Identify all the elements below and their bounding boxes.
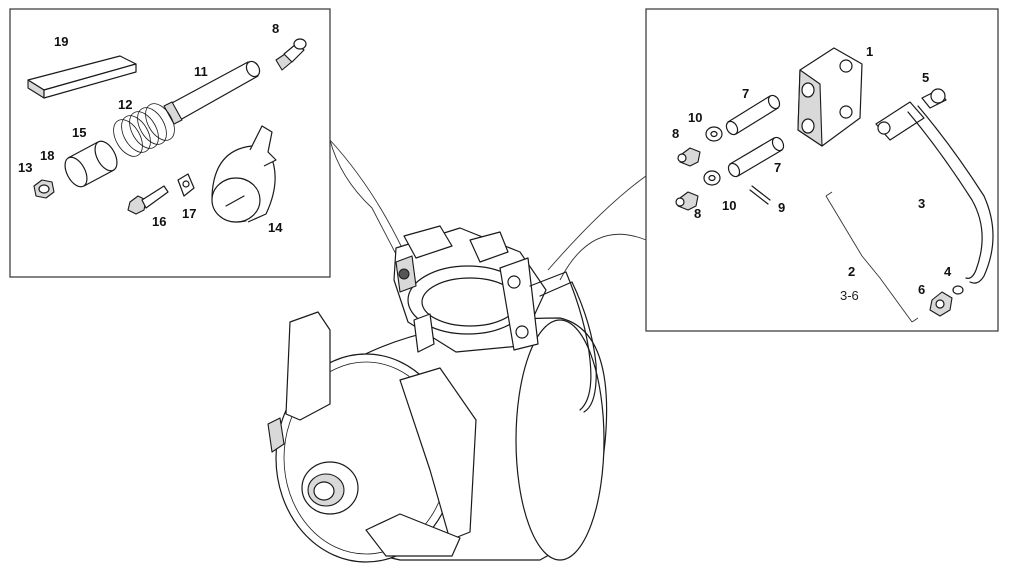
- part-14-clamp: [211, 125, 277, 223]
- callout-11: 11: [194, 64, 208, 79]
- callout-2-range: 3-6: [840, 288, 859, 303]
- callout-3: 3: [918, 196, 925, 211]
- callout-7-bottom: 7: [774, 160, 781, 175]
- part-12-spring: [113, 103, 175, 157]
- part-13-nut: [33, 179, 55, 199]
- callout-10-top: 10: [688, 110, 702, 125]
- callout-8-left: 8: [272, 21, 279, 36]
- callout-16: 16: [152, 214, 166, 229]
- part-7-pin-bottom: [727, 136, 785, 178]
- leader-right-detail-2: [559, 233, 647, 281]
- leader-right-detail: [547, 175, 647, 271]
- leader-left-detail: [329, 139, 399, 259]
- part-8-grease-nipple-right-top: [677, 147, 701, 167]
- left-detail-frame: [9, 8, 331, 278]
- part-1-bracket: [797, 47, 863, 147]
- callout-19: 19: [54, 34, 68, 49]
- part-6-fitting: [929, 291, 953, 317]
- callout-6: 6: [918, 282, 925, 297]
- callout-12: 12: [118, 97, 132, 112]
- group-2-bracket-tick-bottom: [911, 317, 919, 323]
- group-2-bracket-line: [825, 195, 913, 323]
- part-16-bolt: [127, 185, 169, 215]
- callout-18: 18: [40, 148, 54, 163]
- part-10-washer-bottom: [703, 170, 721, 186]
- group-2-bracket-tick-top: [825, 191, 833, 197]
- part-19-pad: [27, 55, 137, 99]
- callout-13: 13: [18, 160, 32, 175]
- callout-8-right-bottom: 8: [694, 206, 701, 221]
- callout-9: 9: [778, 200, 785, 215]
- main-drum-assembly: [267, 225, 608, 563]
- callout-5: 5: [922, 70, 929, 85]
- callout-4: 4: [944, 264, 952, 279]
- part-9-cotter-pin: [749, 185, 771, 205]
- part-11-pin: [163, 60, 261, 125]
- part-8-grease-nipple-right-bottom: [675, 191, 699, 211]
- part-10-washer-top: [705, 126, 723, 142]
- right-detail-frame: [645, 8, 999, 332]
- callout-14: 14: [268, 220, 283, 235]
- callout-1: 1: [866, 44, 873, 59]
- callout-8-right-top: 8: [672, 126, 679, 141]
- callout-17: 17: [182, 206, 196, 221]
- callout-15: 15: [72, 125, 86, 140]
- part-3-lever: [875, 101, 994, 284]
- part-8-grease-nipple-left: [275, 38, 307, 71]
- callout-10-bottom: 10: [722, 198, 736, 213]
- part-15-bushing: [64, 140, 118, 188]
- callout-2: 2: [848, 264, 855, 279]
- part-4-washer: [952, 285, 964, 295]
- part-17-lock-tab: [177, 173, 195, 197]
- callout-7-top: 7: [742, 86, 749, 101]
- leader-left-detail-2: [329, 139, 403, 249]
- part-5-sleeve: [921, 88, 947, 109]
- part-7-pin-top: [725, 94, 781, 136]
